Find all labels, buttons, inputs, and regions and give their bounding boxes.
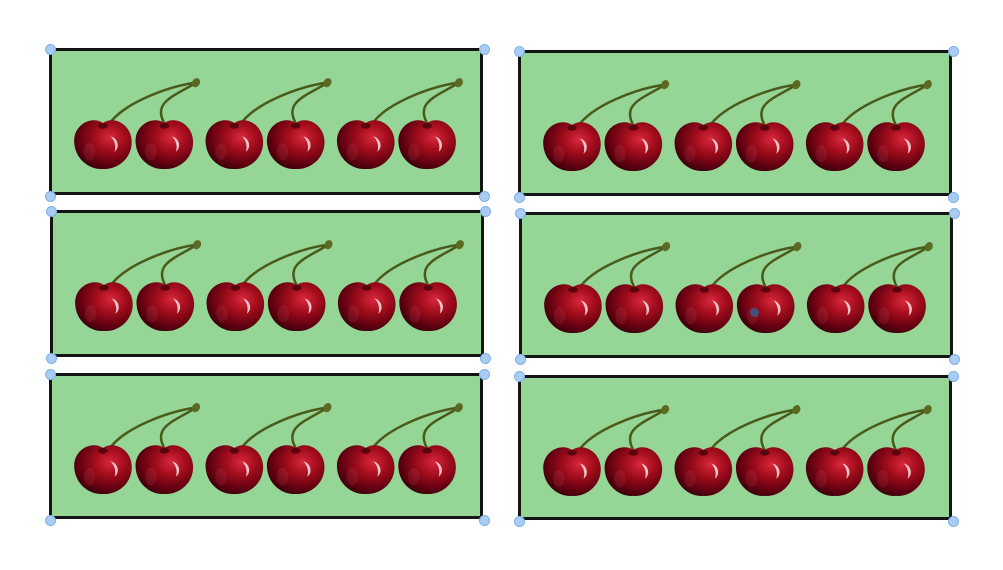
panel-5[interactable] bbox=[44, 368, 490, 526]
cherry-2 bbox=[604, 122, 663, 172]
cherry-2 bbox=[135, 120, 194, 170]
cherry-2 bbox=[136, 282, 195, 332]
panel-6[interactable] bbox=[513, 370, 959, 527]
cherry-1 bbox=[543, 122, 601, 172]
selection-handle-icon[interactable] bbox=[947, 370, 959, 382]
cherry-row bbox=[543, 80, 932, 172]
selection-handle-icon[interactable] bbox=[45, 205, 57, 217]
cherry-4 bbox=[735, 447, 794, 496]
panel-4[interactable] bbox=[514, 207, 960, 365]
cherry-4 bbox=[266, 445, 325, 495]
selection-handle-icon[interactable] bbox=[947, 515, 959, 527]
selection-handle-icon[interactable] bbox=[479, 205, 491, 217]
cherry-pair-icon bbox=[370, 78, 463, 127]
cherry-1 bbox=[544, 284, 602, 334]
selection-handle-icon[interactable] bbox=[478, 43, 490, 55]
cherry-pair-icon bbox=[839, 405, 932, 454]
cherry-4 bbox=[266, 120, 325, 170]
cherry-2 bbox=[135, 445, 194, 495]
cherry-2 bbox=[605, 284, 664, 334]
cherry-1 bbox=[74, 120, 132, 170]
selection-handle-icon[interactable] bbox=[44, 368, 56, 380]
selection-handle-icon[interactable] bbox=[514, 353, 526, 365]
cherry-pair-icon bbox=[577, 242, 671, 291]
selection-handle-icon[interactable] bbox=[947, 191, 959, 203]
cherry-5 bbox=[806, 284, 865, 334]
cherry-6 bbox=[867, 447, 925, 496]
cherry-5 bbox=[805, 122, 864, 172]
cherry-6 bbox=[868, 284, 926, 334]
cherry-5 bbox=[336, 120, 395, 170]
cherry-6 bbox=[399, 282, 457, 332]
cherry-pair-icon bbox=[840, 242, 933, 291]
cherry-pair-icon bbox=[108, 240, 202, 289]
marker-dot bbox=[749, 307, 759, 317]
selection-handle-icon[interactable] bbox=[44, 514, 56, 526]
cherry-5 bbox=[337, 282, 396, 332]
cherry-pair-icon bbox=[371, 240, 464, 289]
cherry-pair-icon bbox=[239, 240, 333, 289]
selection-handle-icon[interactable] bbox=[513, 370, 525, 382]
panel-1[interactable] bbox=[44, 43, 490, 202]
cherry-row bbox=[74, 403, 463, 495]
panel-2[interactable] bbox=[513, 45, 959, 203]
cherry-pair-icon bbox=[107, 403, 201, 452]
cherry-1 bbox=[74, 445, 132, 495]
cherry-pair-icon bbox=[576, 405, 670, 454]
selection-handle-icon[interactable] bbox=[947, 45, 959, 57]
selection-handle-icon[interactable] bbox=[45, 352, 57, 364]
cherry-5 bbox=[805, 447, 864, 496]
selection-handle-icon[interactable] bbox=[948, 207, 960, 219]
cherry-3 bbox=[675, 284, 734, 334]
cherry-pair-icon bbox=[707, 405, 801, 454]
cherry-row bbox=[74, 78, 463, 170]
cherry-pair-icon bbox=[839, 80, 932, 129]
selection-handle-icon[interactable] bbox=[478, 190, 490, 202]
cherry-3 bbox=[205, 120, 264, 170]
selection-handle-icon[interactable] bbox=[513, 515, 525, 527]
selection-handle-icon[interactable] bbox=[44, 190, 56, 202]
cherry-3 bbox=[205, 445, 264, 495]
cherry-4 bbox=[736, 284, 795, 334]
cherry-pair-icon bbox=[708, 242, 802, 291]
cherry-4 bbox=[267, 282, 326, 332]
cherry-3 bbox=[206, 282, 265, 332]
selection-handle-icon[interactable] bbox=[478, 514, 490, 526]
cherry-2 bbox=[604, 447, 663, 496]
cherry-5 bbox=[336, 445, 395, 495]
cherry-pair-icon bbox=[707, 80, 801, 129]
cherry-pair-icon bbox=[238, 403, 332, 452]
selection-handle-icon[interactable] bbox=[479, 352, 491, 364]
cherry-6 bbox=[398, 445, 456, 495]
cherry-6 bbox=[867, 122, 925, 172]
cherry-pair-icon bbox=[107, 78, 201, 127]
cherry-1 bbox=[543, 447, 601, 496]
selection-handle-icon[interactable] bbox=[948, 353, 960, 365]
selection-handle-icon[interactable] bbox=[44, 43, 56, 55]
selection-handle-icon[interactable] bbox=[513, 191, 525, 203]
selection-handle-icon[interactable] bbox=[514, 207, 526, 219]
selection-handle-icon[interactable] bbox=[513, 45, 525, 57]
panel-3[interactable] bbox=[45, 205, 491, 364]
cherry-pair-icon bbox=[238, 78, 332, 127]
cherry-3 bbox=[674, 447, 733, 496]
cherry-1 bbox=[75, 282, 133, 332]
cherry-pair-icon bbox=[576, 80, 670, 129]
cherry-pair-icon bbox=[370, 403, 463, 452]
cherry-row bbox=[544, 242, 933, 334]
cherry-4 bbox=[735, 122, 794, 172]
selection-handle-icon[interactable] bbox=[478, 368, 490, 380]
cherry-row bbox=[75, 240, 464, 332]
cherry-3 bbox=[674, 122, 733, 172]
cherry-6 bbox=[398, 120, 456, 170]
cherry-row bbox=[543, 405, 932, 496]
